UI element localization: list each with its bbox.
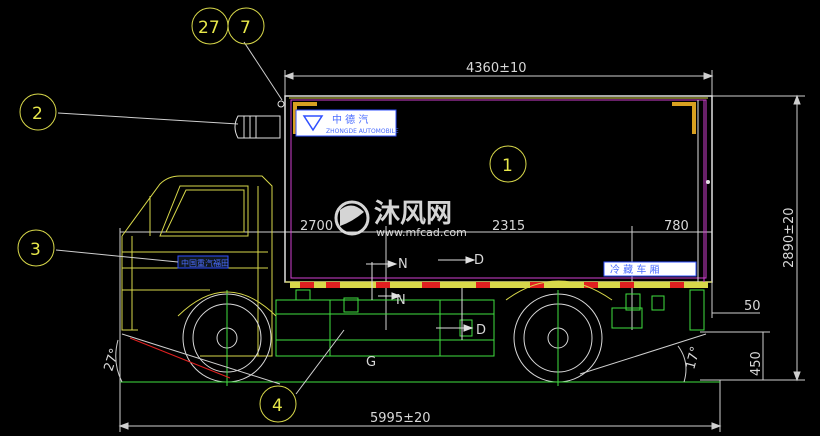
box-logo-text: 中 德 汽 [332, 113, 368, 126]
front-to-axle-label: 2700 [300, 219, 333, 234]
balloon-1-text: 1 [502, 156, 513, 176]
departure-angle [579, 333, 707, 383]
ground-clearance-label: 450 [749, 351, 764, 376]
balloon-1: 1 [489, 145, 527, 183]
chassis-frame [275, 289, 705, 357]
balloon-3-text: 3 [30, 240, 41, 260]
dimension-height [700, 94, 805, 382]
wheel-arches [177, 280, 613, 317]
section-d-bottom: D [476, 323, 486, 338]
bumper-offset-label: 50 [744, 299, 761, 314]
watermark: 沐风网 www.mfcad.com [334, 199, 467, 239]
balloon-leaders [55, 41, 345, 395]
balloon-27: 27 [191, 7, 229, 45]
rear-overhang-label: 780 [664, 219, 689, 234]
reflective-stripe [290, 282, 708, 288]
approach-angle [115, 333, 281, 385]
section-g: G [366, 355, 376, 370]
dimension-ground-clearance [700, 331, 770, 380]
watermark-url: www.mfcad.com [376, 226, 467, 239]
departure-angle-label: 17° [683, 345, 703, 371]
section-markers [366, 256, 476, 340]
dimension-overall-length [118, 320, 722, 432]
section-n-bottom: N [396, 293, 406, 308]
balloon-3: 3 [17, 229, 55, 267]
cargo-box [284, 95, 713, 283]
box-side-text: 冷 藏 车 厢 [610, 263, 660, 276]
door-plate-text: 中国重汽福田 [181, 258, 229, 268]
balloon-7-text: 7 [240, 18, 251, 38]
cab [121, 175, 273, 357]
balloon-2-text: 2 [32, 104, 43, 124]
wheelbase-label: 2315 [492, 219, 525, 234]
watermark-main: 沐风网 [374, 199, 452, 229]
balloon-7: 7 [227, 7, 265, 45]
overall-length-label: 5995±20 [370, 411, 431, 426]
approach-angle-label: 27° [102, 347, 123, 374]
balloon-4: 4 [259, 385, 297, 423]
rear-wheel [513, 290, 603, 386]
balloon-2: 2 [19, 93, 57, 131]
section-d-top: D [474, 253, 484, 268]
height-label: 2890±20 [782, 207, 797, 268]
balloon-27-text: 27 [198, 18, 220, 38]
dimension-box-length [283, 70, 714, 100]
balloon-4-text: 4 [272, 396, 283, 416]
section-n-top: N [398, 257, 408, 272]
refrigeration-unit [234, 100, 285, 139]
box-length-label: 4360±10 [466, 61, 527, 76]
box-logo-subtext: ZHONGDE AUTOMOBILE [326, 128, 399, 135]
